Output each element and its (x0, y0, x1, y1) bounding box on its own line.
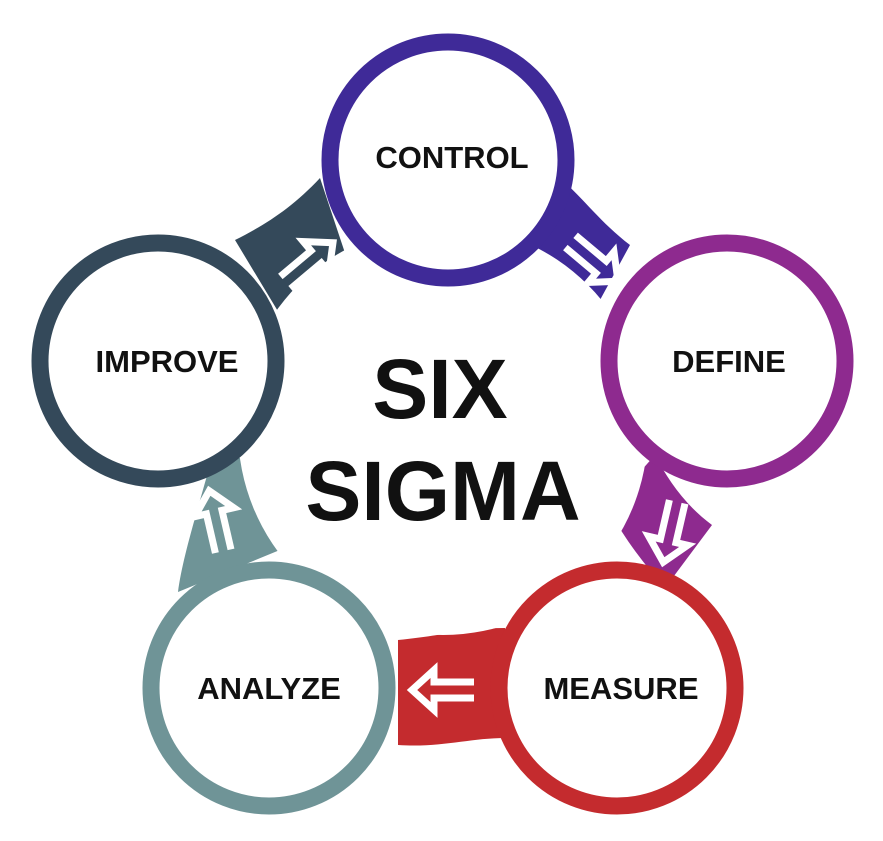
center-title-line2: SIGMA (305, 444, 580, 538)
stage-control: CONTROL (321, 33, 575, 287)
arrow-define-to-measure-icon (641, 499, 697, 568)
stage-measure: MEASURE (490, 561, 744, 815)
stage-control-label: CONTROL (375, 140, 528, 175)
arrow-improve-to-control-icon (278, 237, 337, 292)
stage-define: DEFINE (600, 234, 854, 488)
arrow-measure-to-analyze-icon (406, 662, 474, 718)
arrow-control-to-define-icon (563, 232, 622, 287)
stage-improve: IMPROVE (31, 234, 285, 488)
stage-analyze-label: ANALYZE (197, 671, 341, 706)
stage-define-label: DEFINE (672, 344, 786, 379)
stage-improve-label: IMPROVE (96, 344, 239, 379)
stage-measure-label: MEASURE (543, 671, 698, 706)
stage-control-ring (321, 33, 575, 287)
connector-measure-analyze (398, 628, 505, 746)
stage-improve-ring (31, 234, 285, 488)
stage-define-ring (600, 234, 854, 488)
connector-control-define (512, 178, 630, 300)
arrow-analyze-to-improve-icon (187, 485, 243, 554)
stage-analyze-ring (142, 561, 396, 815)
center-hub (238, 225, 648, 635)
center-title-line1: SIX (372, 342, 507, 436)
stage-measure-ring (490, 561, 744, 815)
stage-analyze: ANALYZE (142, 561, 396, 815)
